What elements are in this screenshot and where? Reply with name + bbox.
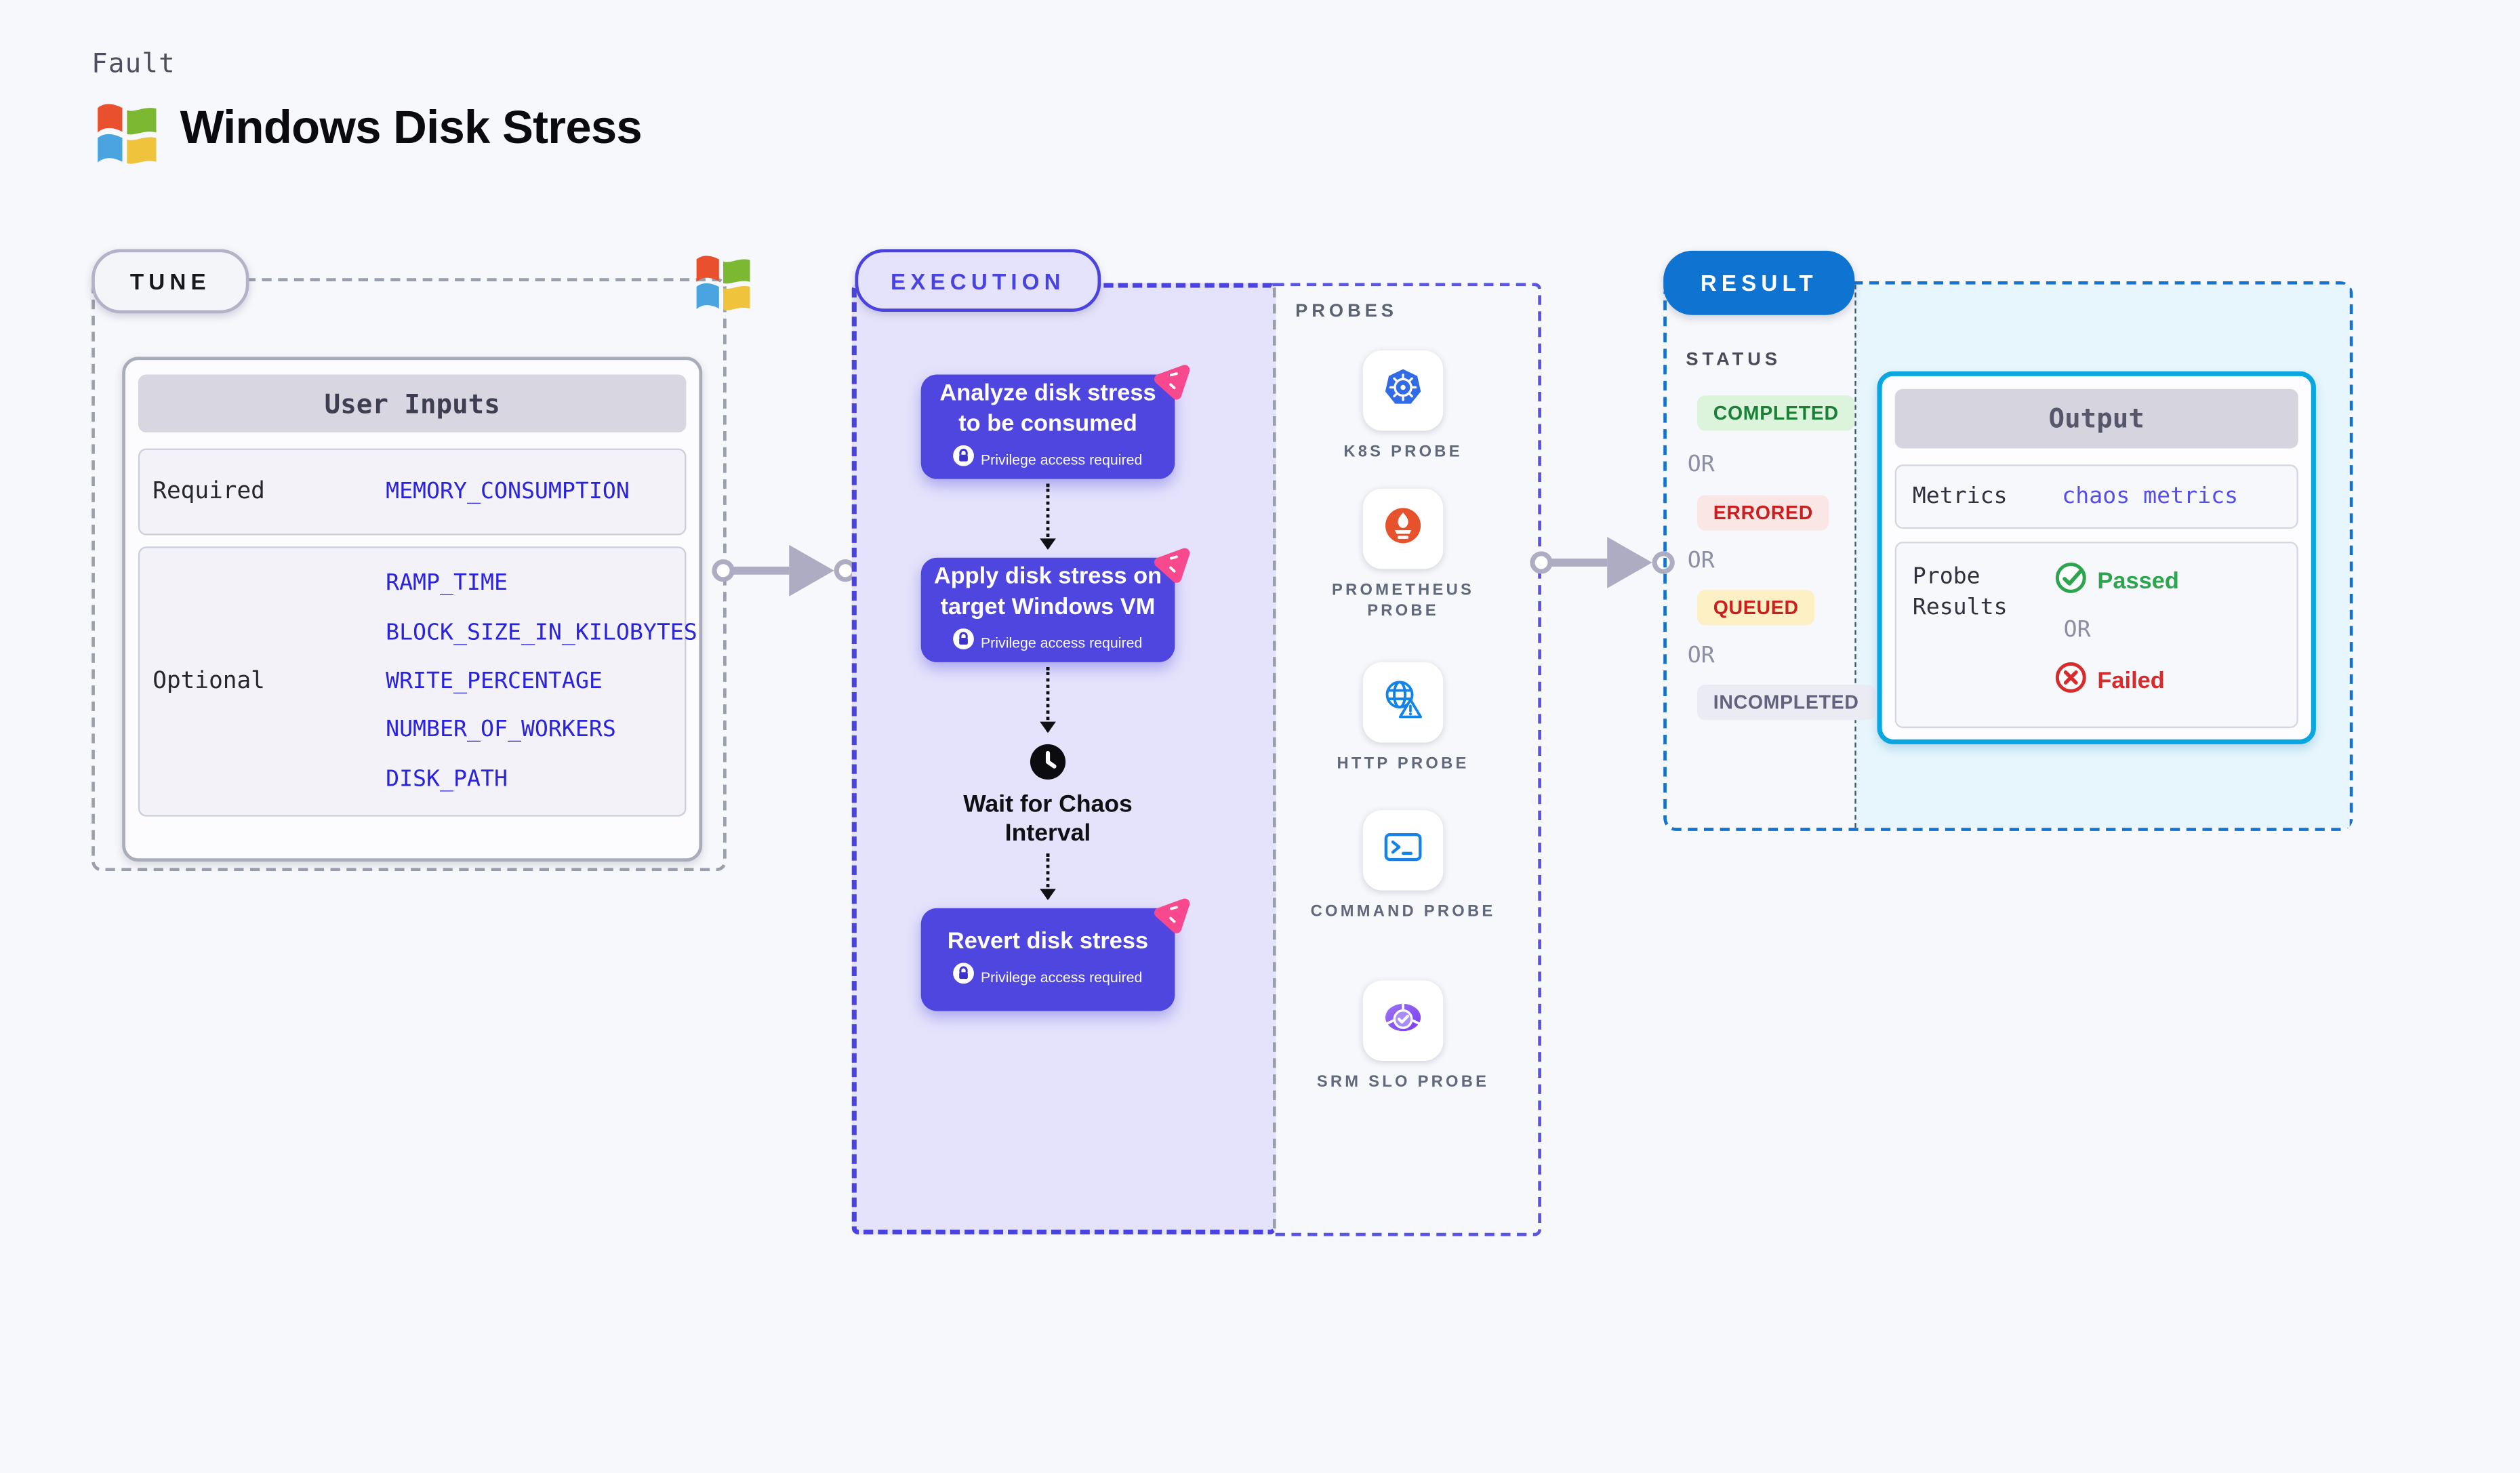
passed-check-icon xyxy=(2054,561,2088,603)
failed-text: Failed xyxy=(2097,668,2165,695)
failed-x-icon xyxy=(2054,661,2088,703)
tune-to-execution-arrow xyxy=(710,540,858,609)
probes-panel xyxy=(1267,283,1541,1236)
privilege-note: Privilege access required xyxy=(980,451,1143,468)
probe-k8s: K8S PROBE xyxy=(1307,350,1500,463)
step-title: Revert disk stress xyxy=(947,928,1149,954)
or-separator: OR xyxy=(1687,451,1715,478)
user-inputs-card: User Inputs Required MEMORY_CONSUMPTION … xyxy=(122,357,703,862)
required-row: Required MEMORY_CONSUMPTION xyxy=(138,448,687,536)
probe-http: HTTP PROBE xyxy=(1307,662,1500,775)
optional-row: Optional RAMP_TIME BLOCK_SIZE_IN_KILOBYT… xyxy=(138,546,697,817)
windows-logo-icon xyxy=(90,94,164,176)
http-globe-warning-icon xyxy=(1376,671,1431,733)
flow-arrow-down xyxy=(1040,667,1056,733)
probe-name: K8S PROBE xyxy=(1343,443,1463,462)
result-divider xyxy=(1854,284,1856,828)
output-title: Output xyxy=(1894,388,2298,449)
probe-name: HTTP PROBE xyxy=(1337,755,1469,773)
windows-logo-small-icon xyxy=(689,244,757,323)
param-write-percentage: WRITE_PERCENTAGE xyxy=(386,668,603,695)
status-badge-incompleted: INCOMPLETED xyxy=(1696,685,1875,721)
tune-pill: TUNE xyxy=(92,249,249,314)
clock-icon xyxy=(1029,742,1068,789)
status-badge-completed: COMPLETED xyxy=(1696,395,1855,431)
probe-name: PROMETHEUS PROBE xyxy=(1332,582,1475,621)
fault-eyebrow: Fault xyxy=(92,48,176,79)
required-label: Required xyxy=(153,479,265,505)
metrics-value: chaos metrics xyxy=(2062,483,2239,510)
param-disk-path: DISK_PATH xyxy=(386,766,508,792)
probe-card xyxy=(1362,980,1444,1061)
param-memory-consumption: MEMORY_CONSUMPTION xyxy=(386,479,630,505)
chaos-badge-icon xyxy=(1151,893,1191,942)
or-separator: OR xyxy=(1687,643,1715,669)
probe-name: COMMAND PROBE xyxy=(1310,903,1496,921)
probe-prometheus: PROMETHEUS PROBE xyxy=(1307,488,1500,622)
probe-command: COMMAND PROBE xyxy=(1307,810,1500,923)
status-badge-queued: QUEUED xyxy=(1696,590,1815,626)
param-ramp-time: RAMP_TIME xyxy=(386,571,508,597)
step-title: Analyze disk stress to be consumed xyxy=(939,380,1156,437)
srm-slo-icon xyxy=(1376,989,1431,1051)
or-separator: OR xyxy=(2063,617,2091,643)
param-block-size: BLOCK_SIZE_IN_KILOBYTES xyxy=(386,620,697,646)
probe-card xyxy=(1362,488,1444,569)
step-analyze-disk-stress: Analyze disk stress to be consumed Privi… xyxy=(920,365,1190,479)
probe-results-row: Probe Results Passed OR F xyxy=(1894,542,2298,729)
probe-card xyxy=(1362,810,1444,891)
output-card: Output Metrics chaos metrics Probe Resul… xyxy=(1877,371,2316,744)
probe-name: SRM SLO PROBE xyxy=(1316,1073,1490,1092)
prometheus-icon xyxy=(1376,498,1431,560)
page-title: Windows Disk Stress xyxy=(180,102,643,155)
status-label: STATUS xyxy=(1686,350,1781,370)
param-number-of-workers: NUMBER_OF_WORKERS xyxy=(386,717,616,744)
flow-arrow-down xyxy=(1040,853,1056,900)
passed-text: Passed xyxy=(2097,569,2179,595)
step-title: Apply disk stress on target Windows VM xyxy=(933,564,1162,620)
lock-icon xyxy=(953,628,975,658)
user-inputs-title: User Inputs xyxy=(138,374,687,432)
step-revert-disk-stress: Revert disk stress Privilege access requ… xyxy=(920,898,1190,1011)
wait-step-title: Wait for Chaos Interval xyxy=(963,790,1133,847)
privilege-note: Privilege access required xyxy=(980,969,1143,986)
result-pill: RESULT xyxy=(1663,250,1855,315)
metrics-label: Metrics xyxy=(1912,483,2008,510)
execution-to-result-arrow xyxy=(1528,532,1676,601)
lock-icon xyxy=(953,445,975,475)
probe-card xyxy=(1362,350,1444,431)
or-separator: OR xyxy=(1687,548,1715,574)
privilege-note: Privilege access required xyxy=(980,634,1143,651)
step-apply-disk-stress: Apply disk stress on target Windows VM P… xyxy=(920,548,1190,662)
terminal-icon xyxy=(1376,819,1431,881)
execution-pill: EXECUTION xyxy=(855,249,1101,312)
chaos-badge-icon xyxy=(1151,360,1191,408)
lock-icon xyxy=(953,963,975,992)
flow-arrow-down xyxy=(1040,483,1056,550)
probe-results-label: Probe Results xyxy=(1912,564,2008,621)
status-badge-errored: ERRORED xyxy=(1696,495,1829,531)
probes-label: PROBES xyxy=(1295,302,1398,322)
metrics-row: Metrics chaos metrics xyxy=(1894,464,2298,529)
optional-label: Optional xyxy=(153,668,265,695)
chaos-badge-icon xyxy=(1151,543,1191,591)
probe-srm-slo: SRM SLO PROBE xyxy=(1307,980,1500,1093)
probe-card xyxy=(1362,662,1444,743)
kubernetes-icon xyxy=(1376,359,1431,422)
